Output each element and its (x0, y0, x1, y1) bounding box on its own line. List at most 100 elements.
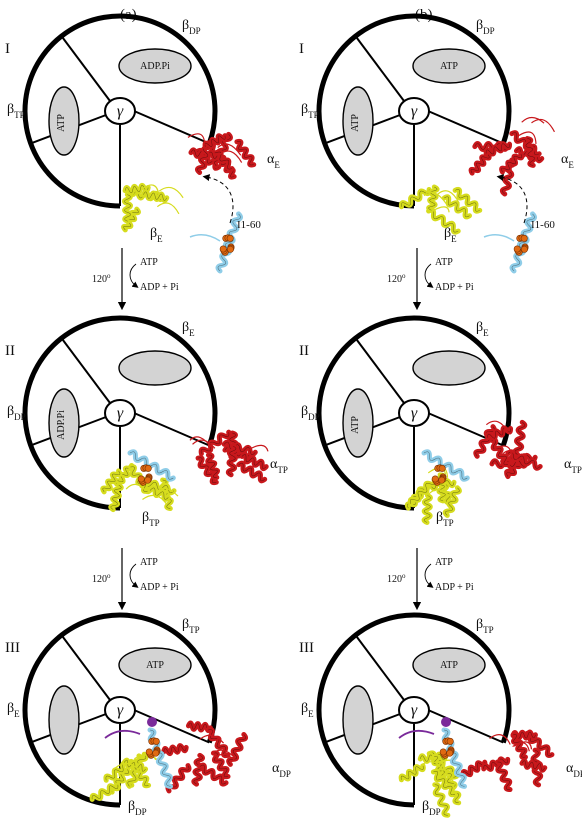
top-nucleotide-site (412, 350, 486, 386)
beta-protein-structure (89, 751, 159, 802)
beta-protein-structure-helix (452, 186, 483, 214)
panel-number: I (299, 41, 304, 57)
alpha-protein-structure-helix (510, 732, 528, 760)
inhibitor-structure (189, 211, 244, 274)
top-subunit-label: βE (476, 320, 489, 338)
sector-edge (133, 110, 210, 145)
beta-subunit-label: βTP (436, 510, 454, 528)
left-subunit-label: βTP (301, 102, 319, 120)
beta-protein-structure-helix (140, 189, 170, 204)
panel-number: II (5, 343, 15, 359)
alpha-protein-structure-helix (523, 136, 538, 168)
left-nucleotide-site (342, 388, 374, 458)
inhibitor-structure (127, 449, 176, 486)
left-site-label: ATP (56, 114, 67, 132)
alpha-subunit-label: αDP (272, 761, 291, 779)
beta-subunit-label: βDP (422, 799, 441, 817)
inhibitor-helix (421, 449, 470, 482)
inhibitor-helix (509, 211, 538, 274)
reaction-curve-arrow (424, 563, 434, 588)
purple-residue (441, 717, 451, 727)
beta-protein-structure-helix (398, 763, 426, 783)
left-nucleotide-site (48, 86, 80, 156)
alpha-protein-structure-helix (234, 138, 257, 168)
sector-divider (354, 35, 405, 102)
beta-protein-structure-helix (121, 192, 134, 224)
top-site-label: ADP.Pi (140, 61, 170, 72)
reactant-label: ATP (140, 557, 158, 568)
alpha-protein-structure-helix (226, 732, 249, 767)
left-site-label: ADP.Pi (56, 410, 67, 440)
alpha-protein-structure (161, 720, 249, 794)
beta-subunit-label: βTP (142, 510, 160, 528)
beta-protein-structure-helix (407, 477, 438, 507)
beta-protein-structure-helix (398, 186, 432, 210)
inhibitor-helix (127, 449, 176, 482)
alpha-protein-structure (468, 116, 555, 197)
alpha-protein-structure-helix (236, 460, 268, 484)
alpha-protein-structure (189, 429, 269, 486)
stator-ring (316, 612, 512, 808)
inhibitor-residues (137, 464, 153, 486)
purple-residue (147, 717, 157, 727)
beta-protein-structure (398, 184, 483, 235)
alpha-protein-structure-helix (239, 451, 269, 472)
beta-protein-structure-helix (441, 194, 473, 220)
gamma-subunit (398, 399, 430, 427)
left-nucleotide-site (48, 685, 80, 755)
reaction-curve-arrow (129, 563, 139, 588)
beta-protein-structure (398, 750, 462, 818)
panel-number: I (5, 41, 10, 57)
left-site-label: ATP (350, 416, 361, 434)
alpha-protein-structure-helix (481, 756, 511, 772)
panel-number: III (5, 640, 20, 656)
left-subunit-label: βTP (7, 102, 25, 120)
alpha-protein-structure-helix (198, 429, 232, 457)
beta-protein-structure-helix (442, 485, 462, 518)
alpha-protein-structure-helix (468, 151, 492, 176)
purple-loop (398, 729, 435, 739)
alpha-protein-structure-helix (495, 759, 513, 793)
top-subunit-label: βDP (476, 18, 495, 36)
sector-edge (133, 412, 210, 447)
inhibitor-structure (145, 727, 174, 789)
product-label: ADP + Pi (435, 282, 474, 293)
inhibitor-structure (483, 211, 538, 274)
beta-protein-structure-helix (108, 482, 124, 513)
left-nucleotide-site (48, 388, 80, 458)
beta-protein-structure-helix (432, 782, 451, 818)
binding-dashed-arrow (202, 174, 234, 224)
alpha-subunit-label: αDP (566, 761, 582, 779)
inhibitor-helix (215, 211, 244, 274)
product-label: ADP + Pi (140, 582, 179, 593)
rotation-angle: 120o (387, 572, 406, 585)
top-subunit-label: βE (182, 320, 195, 338)
beta-protein-structure-helix (430, 768, 458, 798)
sector-edge (133, 709, 210, 744)
alpha-protein-structure-helix (505, 449, 543, 471)
stator-ring (22, 612, 218, 808)
beta-protein-structure-helix (89, 782, 121, 802)
alpha-protein-structure-helix (460, 759, 488, 778)
panel-number: III (299, 640, 314, 656)
alpha-protein-structure-helix (512, 419, 528, 458)
left-nucleotide-site (342, 685, 374, 755)
left-subunit-label: βE (301, 701, 314, 719)
gamma-label: γ (117, 103, 124, 120)
top-nucleotide-site (118, 350, 192, 386)
top-subunit-label: βTP (476, 617, 494, 635)
alpha-protein-structure-helix (221, 439, 258, 458)
alpha-protein-structure-helix (191, 752, 205, 787)
alpha-protein-structure-helix (519, 758, 548, 773)
panel-number: II (299, 343, 309, 359)
alpha-protein-structure-helix (473, 424, 497, 459)
beta-protein-structure-helix (100, 468, 123, 495)
sector-divider (354, 634, 405, 701)
alpha-protein-structure-helix (205, 452, 221, 480)
beta-protein-structure-helix (426, 184, 440, 213)
